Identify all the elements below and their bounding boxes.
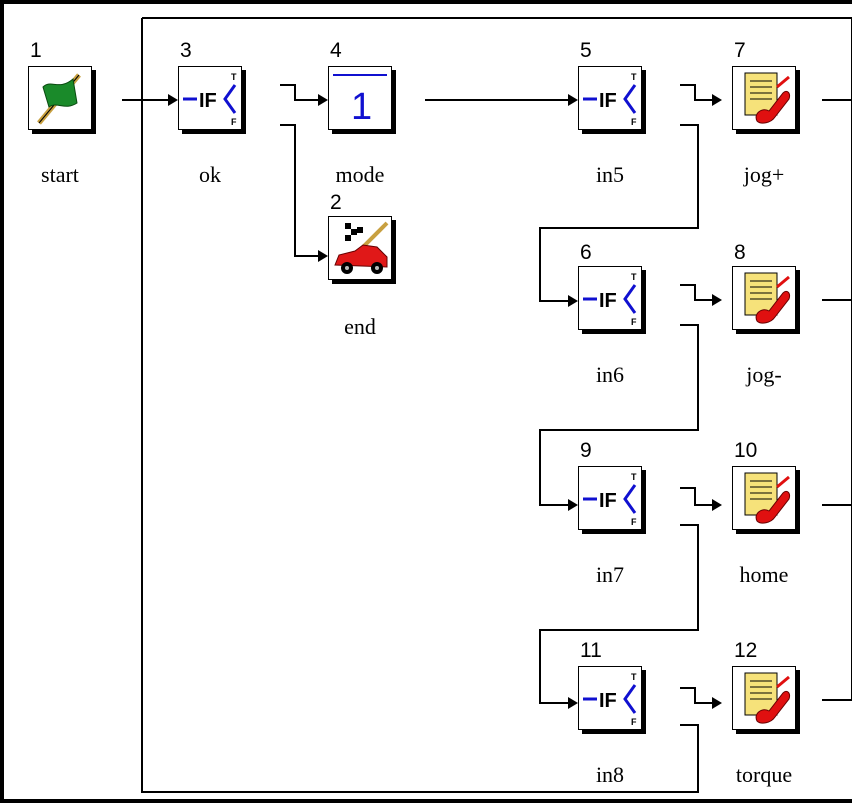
svg-text:T: T <box>631 672 637 682</box>
arrowhead <box>712 499 722 511</box>
node-number: 11 <box>580 639 602 662</box>
arrowhead <box>568 499 578 511</box>
arrowhead <box>568 94 578 106</box>
wire-in7-home <box>680 487 712 506</box>
svg-text:F: F <box>631 317 637 327</box>
if-branch-icon: IF T F <box>578 466 642 530</box>
if-branch-icon: IF T F <box>578 666 642 730</box>
loop-wire <box>141 17 852 793</box>
node-label: ok <box>199 162 221 187</box>
svg-text:T: T <box>631 272 637 282</box>
node-label: in5 <box>595 162 625 187</box>
node-number: 5 <box>580 39 592 62</box>
arrowhead <box>318 94 328 106</box>
wire-in7-in8 <box>539 524 699 704</box>
node-label: in6 <box>595 362 625 387</box>
svg-text:F: F <box>631 117 637 127</box>
if-branch-icon: IF T F <box>578 66 642 130</box>
arrowhead <box>168 94 178 106</box>
phone-notepad-icon <box>732 266 796 330</box>
node-number: 4 <box>330 39 342 62</box>
node-number: 9 <box>580 439 592 462</box>
node-label: jog+ <box>743 162 785 187</box>
node-number: 3 <box>180 39 192 62</box>
svg-text:F: F <box>631 717 637 727</box>
green-flag-icon <box>28 66 92 130</box>
mode-value-icon: 1 <box>328 66 392 130</box>
phone-notepad-icon <box>732 666 796 730</box>
svg-text:IF: IF <box>599 90 617 112</box>
node-number: 2 <box>330 191 342 214</box>
wire-in5-in6 <box>539 124 699 302</box>
node-number: 7 <box>734 39 746 62</box>
svg-text:IF: IF <box>599 490 617 512</box>
node-number: 10 <box>734 439 758 462</box>
if-branch-icon: IF T F <box>178 66 242 130</box>
wire-ok-end <box>280 124 318 257</box>
arrowhead <box>568 295 578 307</box>
node-label: in7 <box>595 562 625 587</box>
wire-ok-mode <box>280 84 318 101</box>
wire-in6-in7 <box>539 324 699 506</box>
svg-text:IF: IF <box>199 90 217 112</box>
svg-text:T: T <box>231 72 237 82</box>
node-label: in8 <box>595 762 625 787</box>
phone-notepad-icon <box>732 466 796 530</box>
wire-in5-jogplus <box>680 84 712 101</box>
node-number: 12 <box>734 639 758 662</box>
wire-in8-loop <box>680 724 699 792</box>
node-label: start <box>41 162 79 187</box>
svg-text:IF: IF <box>599 290 617 312</box>
node-label: end <box>344 314 376 339</box>
wire-in8-torque <box>680 687 712 704</box>
race-car-checkered-flag-icon <box>328 216 392 280</box>
node-label: torque <box>735 762 793 787</box>
arrowhead <box>318 250 328 262</box>
svg-text:T: T <box>631 72 637 82</box>
node-label: home <box>739 562 789 587</box>
wire-in6-jogminus <box>680 284 712 301</box>
svg-text:F: F <box>231 117 237 127</box>
if-branch-icon: IF T F <box>578 266 642 330</box>
node-label: mode <box>335 162 385 187</box>
node-label: jog- <box>746 362 782 387</box>
svg-text:T: T <box>631 472 637 482</box>
arrowhead <box>712 294 722 306</box>
node-number: 8 <box>734 241 746 264</box>
phone-notepad-icon <box>732 66 796 130</box>
arrowhead <box>712 697 722 709</box>
svg-text:F: F <box>631 517 637 527</box>
node-number: 1 <box>30 39 42 62</box>
node-number: 6 <box>580 241 592 264</box>
svg-text:IF: IF <box>599 690 617 712</box>
arrowhead <box>712 94 722 106</box>
arrowhead <box>568 697 578 709</box>
svg-text:1: 1 <box>351 86 372 128</box>
